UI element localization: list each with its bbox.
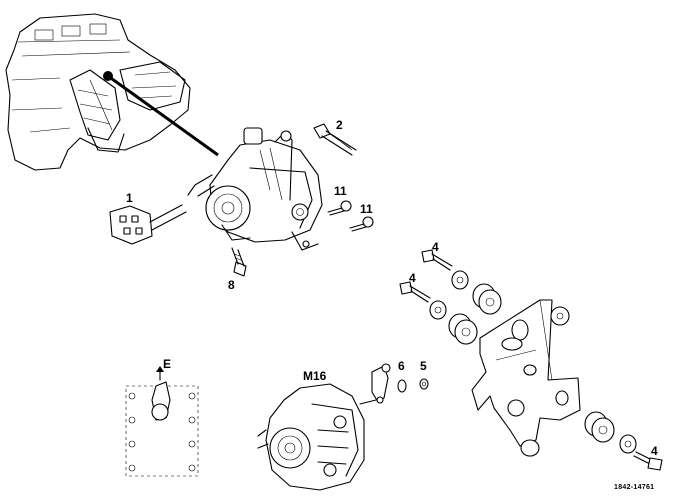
- callout-4-upper: 4: [432, 240, 439, 254]
- m16-actuator-assembly: [257, 383, 365, 491]
- callout-8: 8: [228, 278, 235, 292]
- document-number: 1842-14761: [614, 484, 655, 491]
- bolt-4-middle: [399, 281, 478, 345]
- actuator-motor-housing: [205, 185, 251, 231]
- idle-actuator-assembly: [187, 127, 323, 251]
- callout-11-lower: 11: [360, 202, 373, 216]
- actuator-top-fitting: [243, 127, 263, 145]
- callout-1: 1: [126, 191, 133, 205]
- callout-m16: M16: [303, 369, 327, 383]
- callout-4-lower: 4: [651, 444, 658, 458]
- engine-block: [5, 13, 191, 171]
- mounting-bracket: [471, 299, 581, 447]
- callout-2: 2: [336, 118, 343, 132]
- callout-4-middle: 4: [409, 271, 416, 285]
- detail-e-view: [125, 366, 199, 477]
- callout-5: 5: [420, 359, 427, 373]
- bolt-4-upper: [421, 249, 570, 326]
- callout-e: E: [163, 357, 172, 371]
- lever-and-washer-parts: [359, 363, 429, 405]
- screws-11: [327, 200, 374, 232]
- bolt-2: [280, 123, 357, 156]
- bolt-4-lower: [507, 399, 663, 471]
- engine-leader-line: [107, 74, 219, 157]
- callout-11-upper: 11: [334, 184, 347, 198]
- connector-plug-1: [109, 204, 187, 245]
- screw-8: [231, 247, 247, 277]
- callout-6: 6: [398, 359, 405, 373]
